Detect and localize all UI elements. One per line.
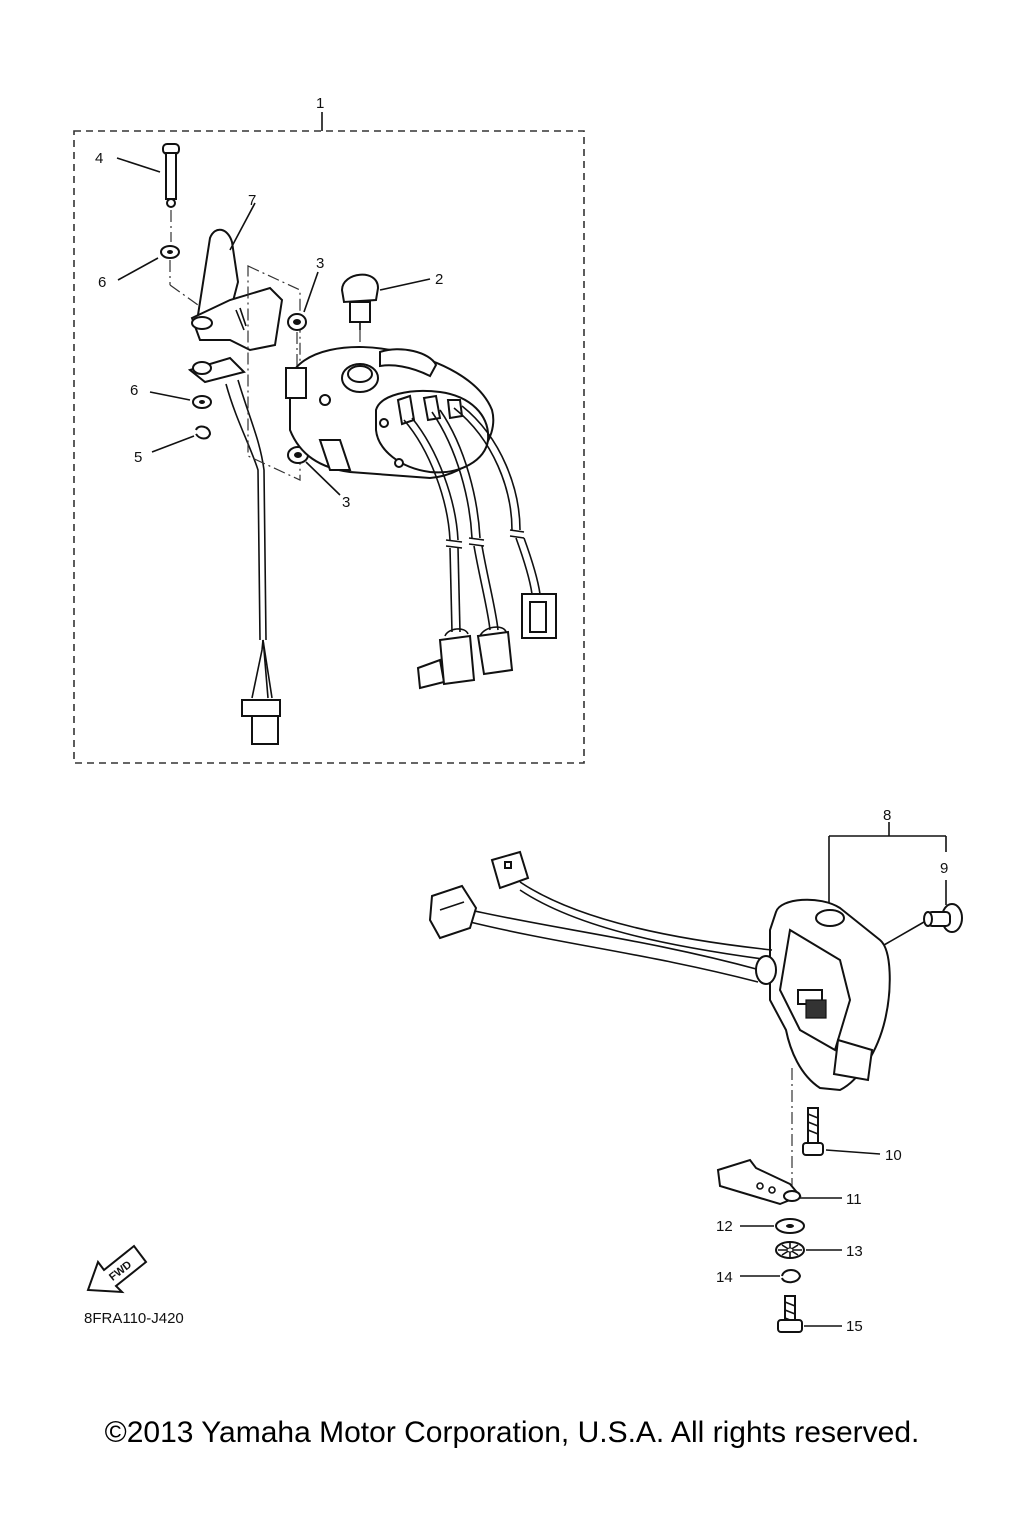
fwd-arrow-icon: FWD [86, 1244, 148, 1294]
connector-harness-left [428, 884, 478, 940]
switch-housing-upper [285, 346, 495, 480]
callout-3-upper: 3 [316, 255, 324, 272]
toothed-washer-part-13 [775, 1241, 805, 1259]
callout-12: 12 [716, 1218, 733, 1235]
callout-11: 11 [846, 1191, 862, 1208]
button-part-2 [340, 273, 380, 330]
screw-part-10 [802, 1107, 824, 1156]
callout-6-upper: 6 [98, 274, 106, 291]
bracket-part-11 [716, 1158, 802, 1206]
clip-part-5 [195, 425, 212, 440]
screw-part-15 [777, 1295, 803, 1333]
callout-15: 15 [846, 1318, 863, 1335]
connector-harness-top [490, 850, 530, 890]
callout-8: 8 [883, 807, 891, 824]
callout-5: 5 [134, 449, 142, 466]
callout-3-lower: 3 [342, 494, 350, 511]
diagram-code: 8FRA110-J420 [84, 1310, 184, 1327]
spring-washer-part-14 [781, 1269, 802, 1284]
assembly-1-boundary [73, 130, 585, 764]
connector-plug-b [476, 626, 514, 676]
callout-14: 14 [716, 1269, 733, 1286]
callout-1: 1 [316, 95, 324, 112]
pin-part-4 [162, 143, 180, 208]
callout-4: 4 [95, 150, 103, 167]
switch-housing-part-8 [769, 898, 891, 1092]
connector-left-plug [241, 699, 281, 745]
callout-6-lower: 6 [130, 382, 138, 399]
copyright-notice: ©2013 Yamaha Motor Corporation, U.S.A. A… [104, 1416, 920, 1449]
lever-part-7 [187, 228, 284, 641]
callout-9: 9 [940, 860, 948, 877]
connector-plug-a [416, 628, 476, 690]
callout-2: 2 [435, 271, 443, 288]
callout-13: 13 [846, 1243, 863, 1260]
callout-7: 7 [248, 192, 256, 209]
callout-10: 10 [885, 1147, 902, 1164]
connector-plug-c [521, 593, 557, 639]
plug-part-9 [923, 903, 963, 933]
